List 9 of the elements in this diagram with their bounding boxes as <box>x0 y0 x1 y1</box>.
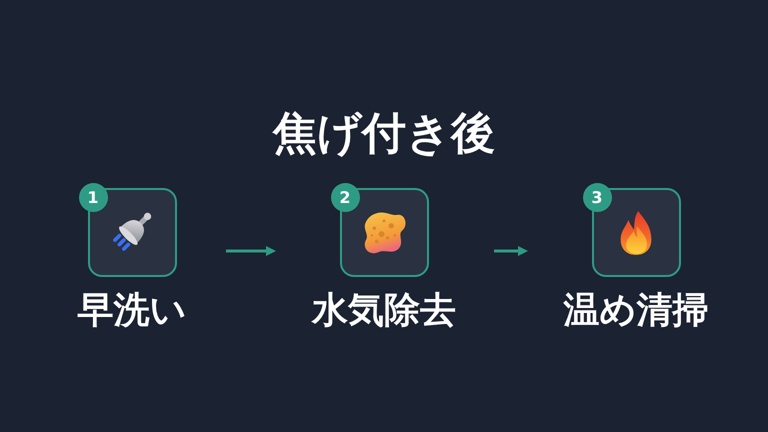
step-number: 3 <box>582 183 612 212</box>
arrow <box>494 246 528 256</box>
step-number: 1 <box>78 183 108 212</box>
step-label: 水気除去 <box>312 289 456 332</box>
step-label: 早洗い <box>78 289 186 332</box>
arrow <box>226 246 276 256</box>
step-number: 2 <box>330 183 360 212</box>
step-label: 温め清掃 <box>564 289 708 332</box>
title: 焦げ付き後 <box>273 108 495 161</box>
